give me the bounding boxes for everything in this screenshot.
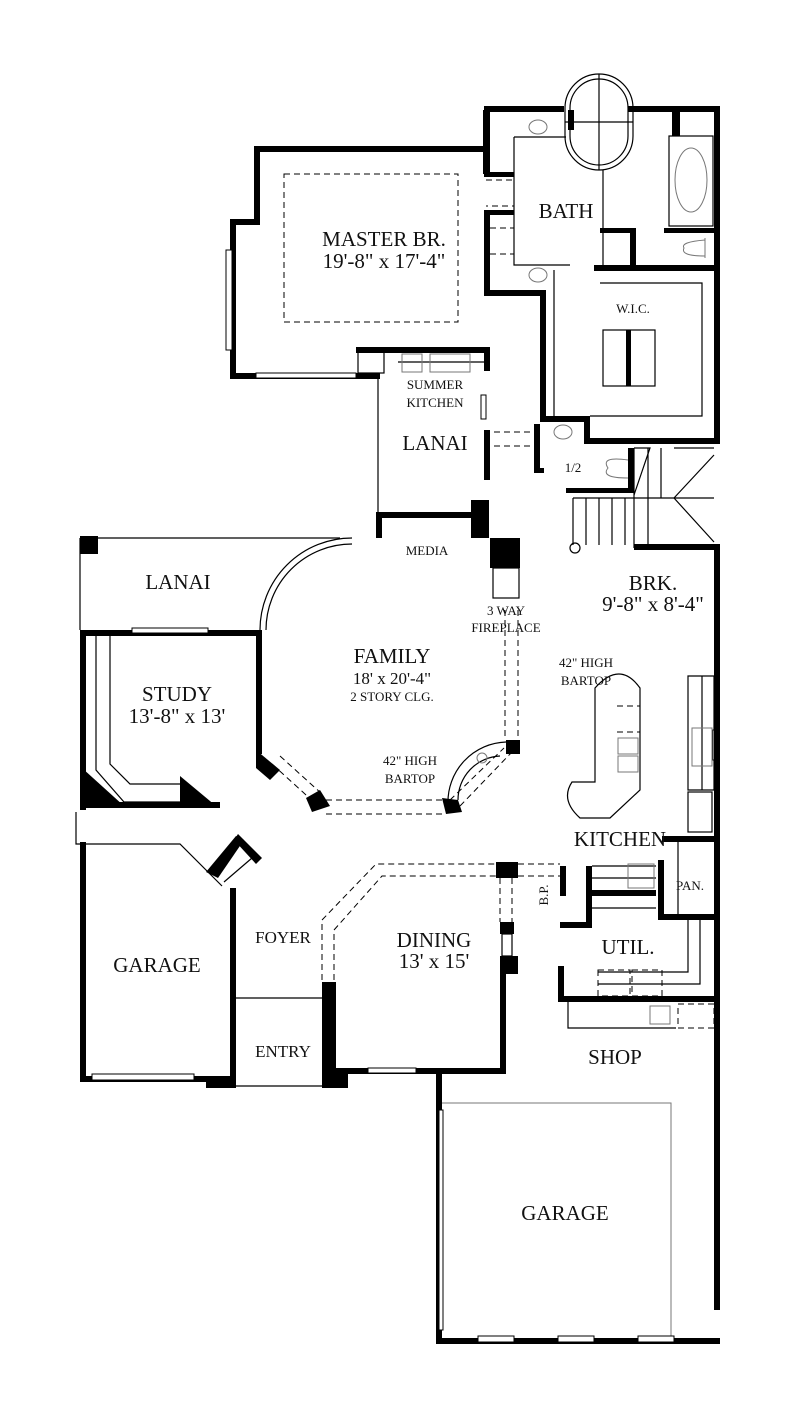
master-bedroom-label: MASTER BR. (322, 227, 446, 251)
kitchen-bartop-label-2: BARTOP (561, 673, 611, 688)
pantry-label: PAN. (676, 878, 704, 893)
media-label: MEDIA (406, 543, 449, 558)
room-labels: MASTER BR. 19'-8" x 17'-4" BATH W.I.C. S… (113, 199, 704, 1225)
left-garage-label: GARAGE (113, 953, 201, 977)
foyer-label: FOYER (255, 928, 311, 947)
study-label: STUDY (142, 682, 212, 706)
study-size: 13'-8" x 13' (129, 704, 226, 728)
half-bath-label: 1/2 (565, 460, 582, 475)
utility-area (558, 836, 718, 1029)
family-bartop-label: 42" HIGH (383, 753, 437, 768)
breakfast-label: BRK. (629, 571, 677, 595)
master-bedroom-size: 19'-8" x 17'-4" (323, 249, 446, 273)
dining-size: 13' x 15' (399, 949, 470, 973)
family-label: FAMILY (354, 644, 431, 668)
wic-label: W.I.C. (616, 301, 650, 316)
left-lanai-label: LANAI (145, 570, 210, 594)
kitchen-bartop-label: 42" HIGH (559, 655, 613, 670)
family-room (259, 537, 520, 815)
family-note: 2 STORY CLG. (350, 689, 433, 704)
foyer-entry (75, 812, 322, 1088)
shop-label: SHOP (588, 1045, 642, 1069)
left-lanai (79, 536, 340, 630)
fireplace-label-2: FIREPLACE (471, 620, 540, 635)
breakfast-size: 9'-8" x 8'-4" (602, 592, 704, 616)
half-bath-stairs (566, 447, 720, 554)
upper-lanai (356, 347, 573, 538)
right-garage-label: GARAGE (521, 1201, 609, 1225)
fireplace-label: 3 WAY (487, 603, 526, 618)
family-bartop-label-2: BARTOP (385, 771, 435, 786)
garage-right (436, 1074, 720, 1344)
entry-label: ENTRY (255, 1042, 311, 1061)
study (80, 627, 280, 810)
upper-lanai-label: LANAI (402, 431, 467, 455)
dining-label: DINING (397, 928, 472, 952)
utility-label: UTIL. (601, 935, 654, 959)
summer-kitchen-label-2: KITCHEN (406, 395, 464, 410)
kitchen-label: KITCHEN (574, 827, 666, 851)
dining-room (321, 862, 560, 1088)
kitchen (566, 550, 720, 1310)
bath-label: BATH (539, 199, 594, 223)
butler-pantry-label: B.P. (536, 885, 551, 906)
summer-kitchen-label: SUMMER (407, 377, 464, 392)
garage-left (80, 842, 236, 1088)
family-size: 18' x 20'-4" (353, 669, 431, 688)
walk-in-closet (540, 270, 720, 444)
master-bath (484, 73, 720, 444)
